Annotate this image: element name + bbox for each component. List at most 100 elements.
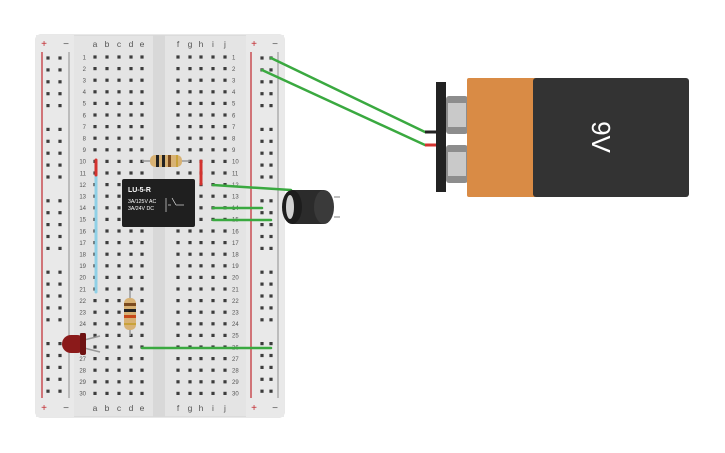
hole bbox=[223, 322, 227, 326]
row-number-left: 24 bbox=[79, 322, 86, 328]
row-number-left: 20 bbox=[79, 276, 86, 282]
hole bbox=[105, 194, 109, 198]
wires bbox=[94, 56, 427, 350]
rail-hole bbox=[260, 211, 264, 215]
hole bbox=[199, 78, 203, 82]
hole bbox=[140, 333, 144, 337]
hole bbox=[188, 171, 192, 175]
hole bbox=[117, 357, 121, 361]
column-label-top: f bbox=[177, 39, 180, 49]
hole bbox=[199, 67, 203, 71]
column-label-top: b bbox=[105, 39, 110, 49]
rail-hole bbox=[269, 282, 273, 286]
hole bbox=[223, 194, 227, 198]
hole bbox=[140, 264, 144, 268]
hole bbox=[188, 275, 192, 279]
hole bbox=[129, 287, 133, 291]
rail-hole bbox=[46, 127, 50, 131]
rail-hole bbox=[46, 92, 50, 96]
rail-hole bbox=[269, 223, 273, 227]
rail-hole bbox=[260, 175, 264, 179]
hole bbox=[176, 101, 180, 105]
hole bbox=[211, 310, 215, 314]
hole bbox=[223, 275, 227, 279]
rail-hole bbox=[46, 318, 50, 322]
hole bbox=[93, 333, 97, 337]
hole bbox=[211, 113, 215, 117]
battery-9v: 9V bbox=[425, 78, 689, 197]
hole bbox=[199, 287, 203, 291]
row-number-left: 2 bbox=[83, 67, 87, 73]
column-label-bottom: b bbox=[105, 403, 110, 413]
relay-switch-icon bbox=[165, 197, 184, 212]
hole bbox=[223, 241, 227, 245]
hole bbox=[117, 217, 121, 221]
rail-hole bbox=[269, 104, 273, 108]
hole bbox=[188, 310, 192, 314]
rail-hole bbox=[58, 151, 62, 155]
hole bbox=[211, 264, 215, 268]
hole bbox=[223, 368, 227, 372]
hole bbox=[140, 241, 144, 245]
breadboard-labels: 1122334455667788991010111112121313141415… bbox=[41, 39, 278, 414]
hole bbox=[93, 380, 97, 384]
row-number-right: 27 bbox=[232, 357, 239, 363]
hole bbox=[188, 241, 192, 245]
rail-hole bbox=[58, 68, 62, 72]
rail-hole bbox=[269, 318, 273, 322]
row-number-right: 16 bbox=[232, 229, 239, 235]
hole bbox=[188, 368, 192, 372]
hole bbox=[117, 229, 121, 233]
row-number-left: 16 bbox=[79, 229, 86, 235]
hole bbox=[117, 264, 121, 268]
rail-hole bbox=[46, 199, 50, 203]
column-label-bottom: j bbox=[223, 403, 226, 413]
hole bbox=[117, 206, 121, 210]
hole bbox=[93, 310, 97, 314]
hole bbox=[93, 299, 97, 303]
row-number-left: 5 bbox=[83, 102, 87, 108]
hole bbox=[211, 194, 215, 198]
hole bbox=[223, 55, 227, 59]
hole bbox=[105, 333, 109, 337]
resistor-top bbox=[142, 155, 190, 167]
hole bbox=[199, 333, 203, 337]
hole bbox=[188, 78, 192, 82]
rail-hole bbox=[269, 353, 273, 358]
rail-hole bbox=[58, 92, 62, 96]
hole bbox=[211, 391, 215, 395]
rail-symbol-top: − bbox=[272, 39, 278, 50]
battery-body bbox=[533, 78, 689, 197]
rail-hole bbox=[46, 353, 50, 358]
hole bbox=[140, 299, 144, 303]
hole bbox=[188, 252, 192, 256]
row-number-left: 18 bbox=[79, 253, 86, 259]
hole bbox=[188, 322, 192, 326]
rail-hole bbox=[269, 377, 273, 381]
hole bbox=[129, 229, 133, 233]
hole bbox=[211, 241, 215, 245]
rail-hole bbox=[260, 223, 264, 227]
rail-hole bbox=[260, 294, 264, 298]
hole bbox=[117, 78, 121, 82]
led-red bbox=[62, 333, 101, 355]
hole bbox=[176, 380, 180, 384]
column-label-top: a bbox=[93, 39, 98, 49]
row-number-right: 29 bbox=[232, 380, 239, 386]
rail-hole bbox=[58, 199, 62, 203]
hole bbox=[140, 90, 144, 94]
hole bbox=[176, 252, 180, 256]
hole bbox=[117, 310, 121, 314]
hole bbox=[117, 125, 121, 129]
hole bbox=[117, 275, 121, 279]
hole bbox=[211, 333, 215, 337]
hole bbox=[223, 264, 227, 268]
rail-hole bbox=[46, 163, 50, 167]
column-label-top: d bbox=[129, 39, 134, 49]
rail-hole bbox=[58, 306, 62, 310]
rail-symbol-bottom: − bbox=[63, 403, 69, 414]
hole bbox=[140, 67, 144, 71]
rail-hole bbox=[46, 270, 50, 274]
hole bbox=[188, 101, 192, 105]
rail-hole bbox=[46, 151, 50, 155]
